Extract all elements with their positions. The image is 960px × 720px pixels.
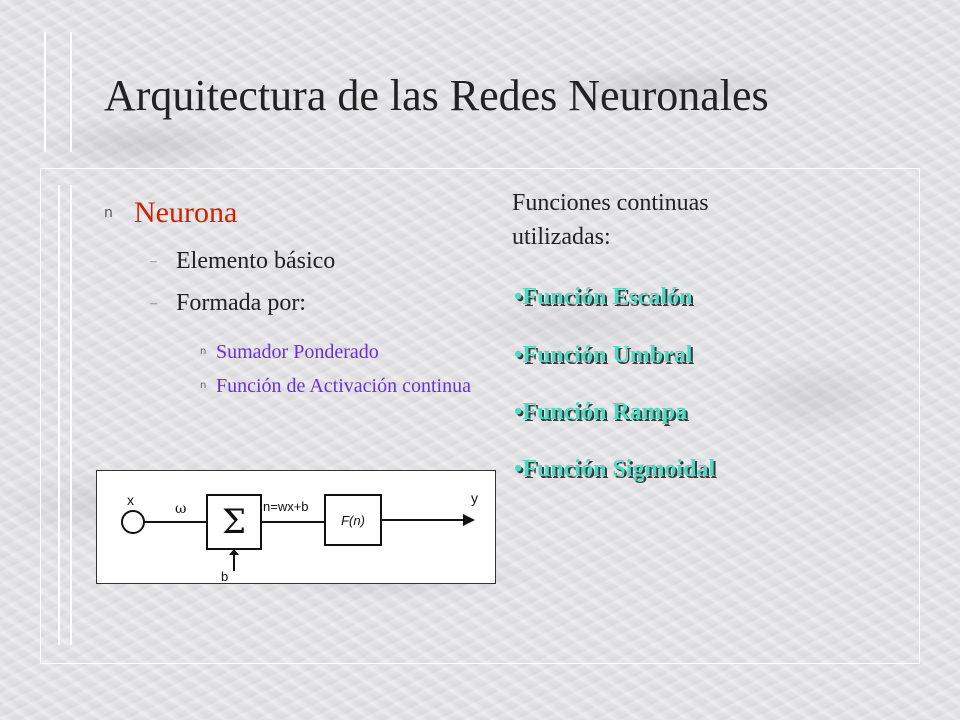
sub-bullet-elemento: – Elemento básico bbox=[150, 248, 335, 275]
dash-marker: – bbox=[150, 253, 157, 269]
decorative-vertical-bar-top bbox=[44, 32, 72, 152]
bullet-marker: n bbox=[104, 205, 113, 221]
sub-sub-bullet-sumador: n Sumador Ponderado bbox=[200, 340, 476, 364]
decorative-vertical-bar-side bbox=[58, 185, 72, 645]
bullet-marker: n bbox=[200, 380, 207, 391]
function-rampa: •Función Rampa bbox=[514, 399, 688, 425]
output-arrow-icon bbox=[463, 514, 475, 526]
sum-symbol: Σ bbox=[222, 502, 246, 542]
bias-arrow-icon bbox=[229, 549, 239, 555]
sub-sub-bullet-funcion: n Función de Activación continua bbox=[200, 374, 476, 398]
sub-bullet-label: Elemento básico bbox=[176, 248, 336, 274]
bias-label: b bbox=[221, 569, 228, 583]
function-umbral: •Función Umbral bbox=[514, 342, 693, 368]
sub-bullet-label: Formada por: bbox=[176, 290, 306, 316]
bullet-neurona: n Neurona bbox=[104, 196, 237, 230]
function-sigmoidal: •Función Sigmoidal bbox=[514, 456, 716, 482]
weight-label: ω bbox=[175, 501, 186, 517]
functions-heading: Funciones continuas utilizadas: bbox=[512, 190, 709, 250]
function-escalon: •Función Escalón bbox=[514, 284, 693, 310]
sub-bullet-formada: – Formada por: bbox=[150, 290, 306, 317]
activation-label: F(n) bbox=[341, 513, 365, 528]
dash-marker: – bbox=[150, 295, 157, 311]
bullet-marker: n bbox=[200, 346, 207, 357]
decorative-content-frame bbox=[40, 168, 920, 664]
output-label: y bbox=[471, 490, 478, 506]
slide-title: Arquitectura de las Redes Neuronales bbox=[104, 71, 769, 120]
bullet-neurona-label: Neurona bbox=[134, 196, 238, 229]
input-label: x bbox=[127, 492, 134, 508]
sub-sub-bullet-label: Sumador Ponderado bbox=[216, 341, 379, 363]
sub-sub-bullet-label: Función de Activación continua bbox=[216, 375, 471, 397]
input-node bbox=[121, 510, 145, 534]
activation-box bbox=[324, 494, 382, 546]
net-label: n=wx+b bbox=[263, 499, 309, 514]
summation-box bbox=[206, 494, 262, 550]
neuron-diagram: x ω Σ b n=wx+b F(n) y bbox=[96, 470, 496, 584]
